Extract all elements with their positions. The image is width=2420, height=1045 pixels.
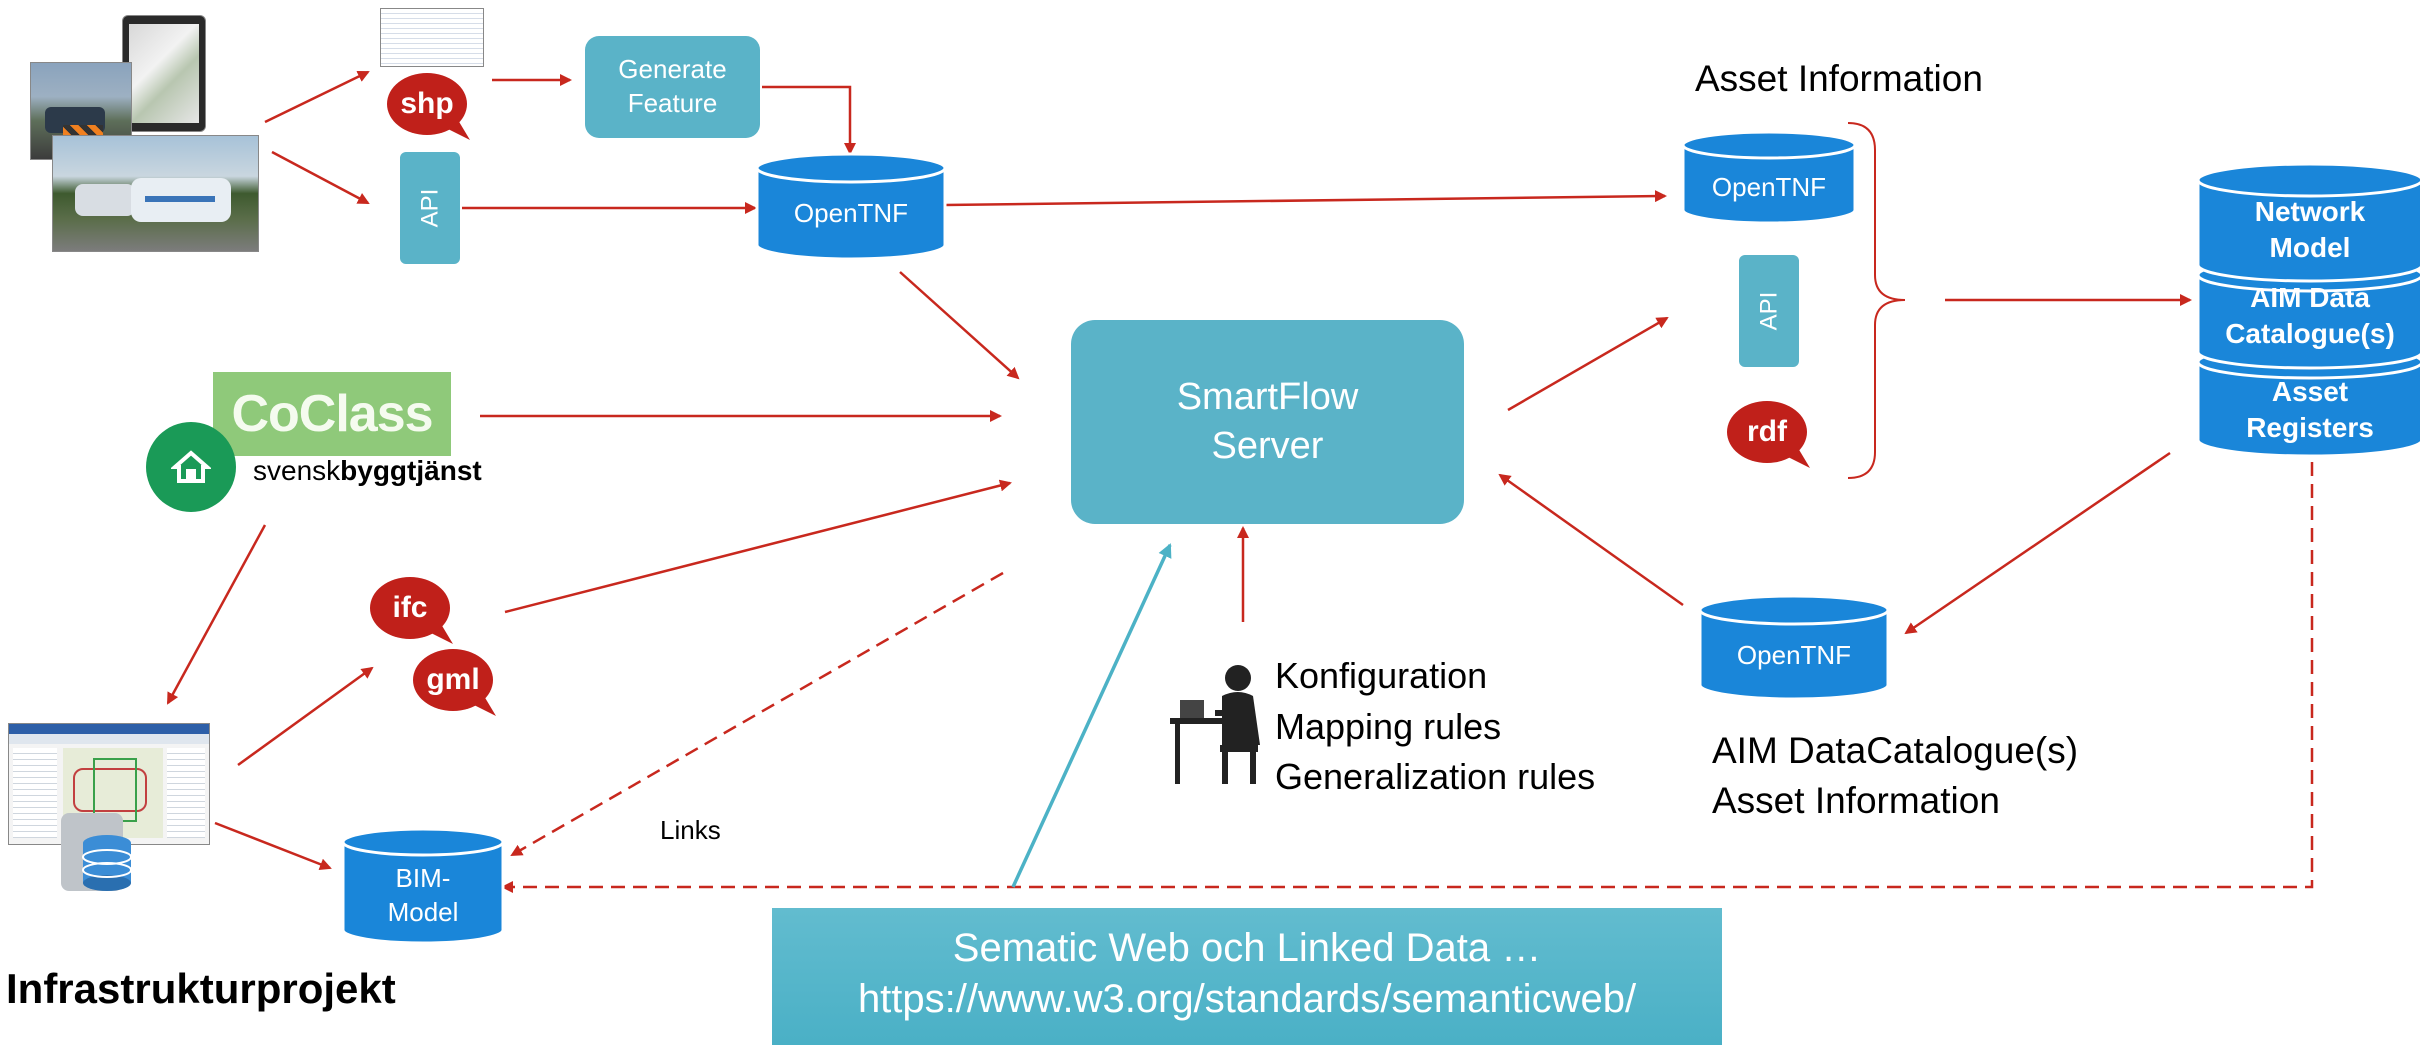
semantic-web-title: Sematic Web och Linked Data … <box>952 926 1542 970</box>
arrow-aimopentnf-to-server <box>1498 473 1684 607</box>
coclass-logo: CoClass <box>213 372 451 456</box>
opentnf-aim-cylinder <box>1698 594 1890 701</box>
links-label: Links <box>660 815 721 845</box>
opentnf-top-label: OpenTNF <box>793 198 909 229</box>
arrow-registry-to-aimopentnf <box>1904 451 2171 635</box>
gml-badge-shape <box>413 649 496 716</box>
shp-badge-shape <box>387 73 470 140</box>
arrow-byggtjanst-to-infra <box>166 524 267 705</box>
opentnf-asset-label: OpenTNF <box>1711 172 1827 203</box>
api-right-label: API <box>1755 291 1782 331</box>
asset-info-bracket <box>1847 122 1906 479</box>
ifc-badge-shape <box>370 577 453 644</box>
coclass-logo-text: CoClass <box>231 385 433 443</box>
arrow-infra-to-bim <box>214 821 332 870</box>
network-model-label: Network Model <box>2254 195 2366 263</box>
arrow-server-to-assetinfo <box>1507 316 1669 412</box>
semantic-web-url[interactable]: https://www.w3.org/standards/semanticweb… <box>857 977 1637 1021</box>
aim-data-label: AIM Data Catalogue(s) <box>2225 281 2395 349</box>
arrow-opentnf-to-server <box>899 271 1020 380</box>
gml-badge: gml <box>426 663 480 696</box>
asset-info-title: Asset Information <box>1695 58 1983 99</box>
user-config-line-3: Generalization rules <box>1275 756 1596 797</box>
opentnf-top-cylinder <box>755 152 947 261</box>
tablet-photo <box>122 15 206 132</box>
ifc-badge: ifc <box>392 591 428 624</box>
arrow-photos-to-shp <box>264 70 370 124</box>
generate-feature-box: Generate Feature <box>585 36 760 138</box>
semantic-web-banner: Sematic Web och Linked Data … https://ww… <box>772 908 1722 1045</box>
infra-project-title: Infrastrukturprojekt <box>6 965 396 1012</box>
aim-datacatalogue-label: AIM DataCatalogue(s) <box>1712 730 2079 771</box>
database-icon <box>61 813 132 891</box>
survey-vans-photo <box>52 135 259 252</box>
network-model-cylinder <box>2196 162 2420 283</box>
user-config-line-2: Mapping rules <box>1275 706 1502 747</box>
byggtjanst-logo-text: svenskbyggtjänst <box>253 455 482 487</box>
api-right-box: API <box>1739 255 1799 367</box>
arrow-opentnf-to-assetinfo <box>944 190 1667 207</box>
shp-badge: shp <box>400 87 454 120</box>
arrow-infra-to-ifc <box>237 666 374 767</box>
arrow-photos-to-api <box>271 150 370 205</box>
arrow-links-to-bim <box>510 571 1004 857</box>
arrow-semantic-to-server <box>1011 543 1172 888</box>
opentnf-aim-label: OpenTNF <box>1736 640 1852 671</box>
arrow-generate-to-opentnf <box>762 85 856 155</box>
byggtjanst-name: byggtjänst <box>340 455 482 486</box>
api-left-box: API <box>400 152 460 264</box>
user-at-desk-icon <box>1170 665 1260 784</box>
aim-asset-info-label: Asset Information <box>1712 780 2000 821</box>
asset-registers-label: Asset Registers <box>2246 375 2374 443</box>
byggtjanst-house-icon <box>146 422 236 512</box>
arrow-ifc-to-server <box>504 479 1012 614</box>
api-left-label: API <box>416 188 443 228</box>
user-config-line-1: Konfiguration <box>1275 655 1488 696</box>
opentnf-asset-cylinder <box>1681 130 1857 225</box>
bim-model-cylinder <box>341 827 505 945</box>
bim-model-label: BIM- Model <box>387 863 459 927</box>
rdf-badge-shape <box>1727 401 1810 468</box>
shp-table-thumbnail <box>380 8 484 67</box>
rdf-badge: rdf <box>1747 415 1787 448</box>
arrow-registry-to-bim-dashed <box>501 462 2314 893</box>
byggtjanst-svensk: svensk <box>253 455 341 486</box>
smartflow-server-box: SmartFlow Server <box>1071 320 1464 524</box>
